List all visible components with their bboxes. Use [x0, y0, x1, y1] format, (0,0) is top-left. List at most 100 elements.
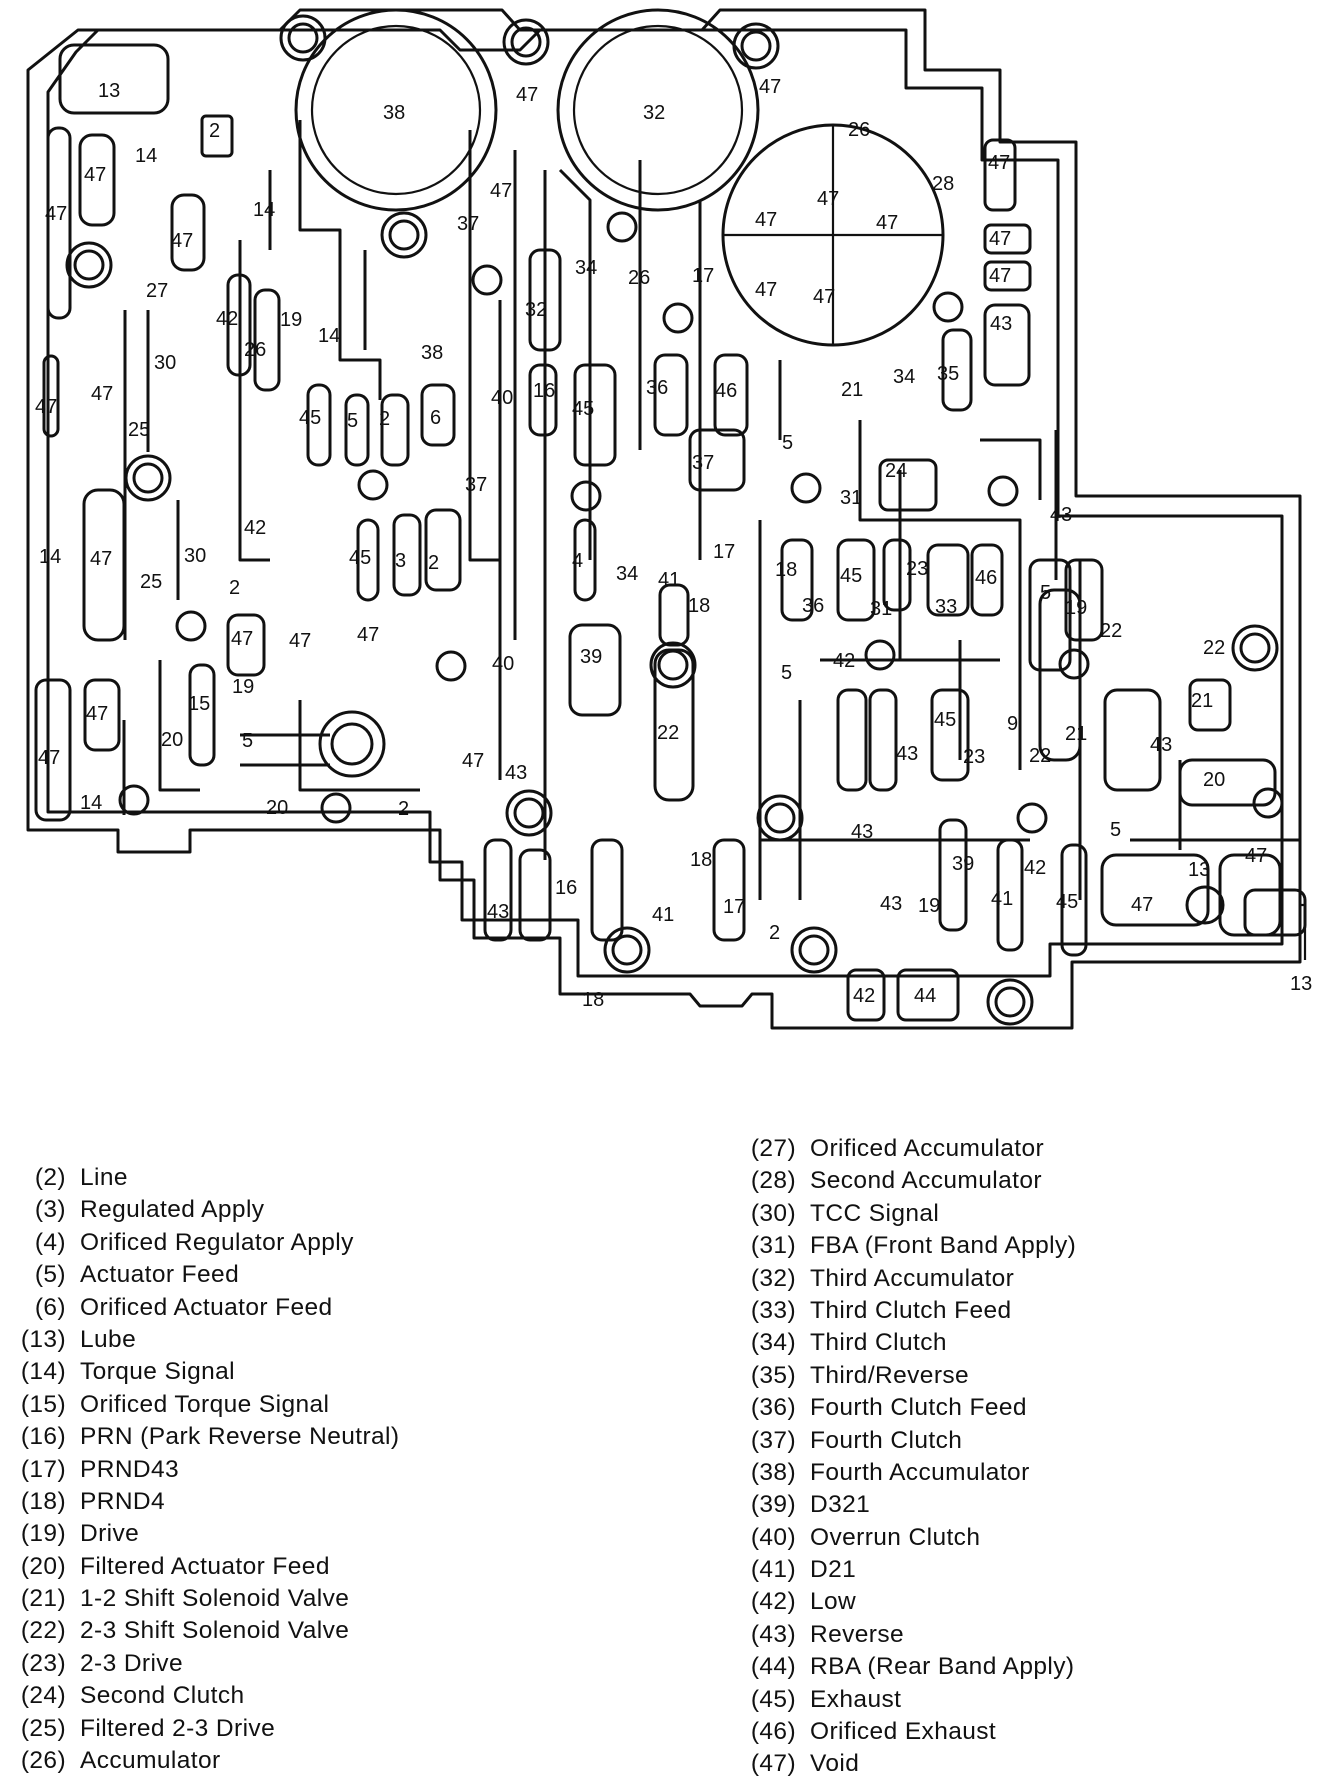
- legend-item-name: Third/Reverse: [810, 1361, 970, 1389]
- legend-item-name: Regulated Apply: [80, 1196, 265, 1224]
- legend-item: (19)Drive: [8, 1518, 648, 1550]
- channel-label: 46: [715, 380, 737, 402]
- legend-item: (44)RBA (Rear Band Apply): [738, 1651, 1338, 1683]
- legend-item-name: 1-2 Shift Solenoid Valve: [80, 1585, 350, 1613]
- legend-item-number: (21): [20, 1585, 66, 1613]
- channel-label: 36: [802, 595, 824, 617]
- legend-item: (31)FBA (Front Band Apply): [738, 1230, 1338, 1262]
- legend-item-name: Fourth Accumulator: [810, 1458, 1030, 1486]
- channel-label: 47: [289, 630, 311, 652]
- channel-label: 5: [781, 662, 792, 684]
- channel-label: 32: [525, 299, 547, 321]
- channel-label: 18: [690, 849, 712, 871]
- channel-label: 2: [229, 577, 240, 599]
- channel-label: 22: [1203, 637, 1225, 659]
- channel-label: 42: [216, 308, 238, 330]
- channel-label: 47: [462, 750, 484, 772]
- legend-item-name: Actuator Feed: [80, 1261, 240, 1289]
- legend-item-name: 2-3 Shift Solenoid Valve: [80, 1617, 350, 1645]
- legend-item: (4)Orificed Regulator Apply: [8, 1227, 648, 1259]
- channel-label: 43: [505, 762, 527, 784]
- channel-label: 43: [1050, 504, 1072, 526]
- channel-label: 14: [253, 199, 275, 221]
- channel-label: 47: [813, 286, 835, 308]
- legend-left-column: (2)Line(3)Regulated Apply(4)Orificed Reg…: [8, 1162, 648, 1777]
- channel-label: 47: [759, 76, 781, 98]
- channel-label: 14: [135, 145, 157, 167]
- channel-label: 2: [209, 120, 220, 142]
- channel-label: 38: [421, 342, 443, 364]
- legend-item: (45) Exhaust: [738, 1684, 1338, 1716]
- channel-label: 47: [817, 188, 839, 210]
- legend-item-name: Torque Signal: [80, 1358, 236, 1386]
- legend-item-number: (14): [20, 1358, 66, 1386]
- channel-label: 16: [555, 877, 577, 899]
- legend-item-name: Void: [810, 1750, 860, 1778]
- legend-item-number: (34): [750, 1329, 796, 1357]
- legend-item-name: Line: [80, 1164, 128, 1191]
- legend-item-number: (47): [750, 1750, 796, 1778]
- legend-item-number: (44): [750, 1653, 796, 1681]
- legend-item-name: Exhaust: [810, 1685, 902, 1713]
- channel-label: 16: [533, 380, 555, 402]
- accumulator-38-bore: [294, 8, 498, 212]
- channel-label: 34: [893, 366, 915, 388]
- channel-label: 2: [769, 922, 780, 944]
- channel-label: 43: [896, 743, 918, 765]
- channel-label: 2: [379, 408, 390, 430]
- legend-item-number: (4): [34, 1228, 66, 1256]
- channel-label: 18: [582, 989, 604, 1011]
- legend-item-number: (37): [750, 1426, 796, 1454]
- channel-label: 47: [35, 396, 57, 418]
- legend-item-number: (15): [20, 1390, 66, 1418]
- valve-body-inner-outline: [46, 28, 1284, 978]
- channel-label: 45: [299, 407, 321, 429]
- legend-item-name: 2-3 Drive: [80, 1649, 183, 1677]
- channel-label: 39: [952, 853, 974, 875]
- channel-label: 14: [318, 325, 340, 347]
- callout-label: 13: [1290, 973, 1312, 995]
- legend-item: (38)Fourth Accumulator: [738, 1457, 1338, 1489]
- channel-label: 37: [457, 213, 479, 235]
- channel-label: 23: [963, 746, 985, 768]
- channel-label: 43: [1150, 734, 1172, 756]
- legend-item: (47) Void: [738, 1748, 1338, 1780]
- legend-item: (46)Orificed Exhaust: [738, 1716, 1338, 1748]
- legend-item-number: (45): [750, 1685, 796, 1713]
- channel-label: 17: [713, 541, 735, 563]
- channel-label: 43: [487, 901, 509, 923]
- channel-label: 47: [171, 230, 193, 252]
- legend-item-number: (17): [20, 1455, 66, 1483]
- legend-item: (3)Regulated Apply: [8, 1194, 648, 1226]
- legend-item: (14) Torque Signal: [8, 1356, 648, 1388]
- channel-label: 47: [755, 209, 777, 231]
- channel-label: 14: [80, 792, 102, 814]
- legend-item-number: (40): [750, 1523, 796, 1551]
- channel-label: 20: [266, 797, 288, 819]
- legend-item-name: PRND4: [80, 1487, 166, 1515]
- channel-label: 47: [91, 383, 113, 405]
- legend-item-name: Orificed Exhaust: [810, 1718, 997, 1746]
- legend-item: (28)Second Accumulator: [738, 1165, 1338, 1197]
- legend-item: (5) Actuator Feed: [8, 1259, 648, 1291]
- legend-item-name: PRN (Park Reverse Neutral): [80, 1423, 400, 1451]
- channel-label: 31: [870, 598, 892, 620]
- legend-item-name: Drive: [80, 1520, 140, 1548]
- channel-label: 36: [646, 377, 668, 399]
- legend-item: (23)2-3 Drive: [8, 1648, 648, 1680]
- legend-item-name: Orificed Torque Signal: [80, 1390, 330, 1418]
- channel-label: 42: [1024, 857, 1046, 879]
- channel-labels: 13 38 47 32 47 2 26 47 14 47 28 47 47 14…: [35, 76, 1267, 1011]
- channel-label: 45: [1056, 891, 1078, 913]
- legend-item: (21) 1-2 Shift Solenoid Valve: [8, 1583, 648, 1615]
- legend-item-number: (5): [34, 1261, 66, 1289]
- legend-item: (20)Filtered Actuator Feed: [8, 1551, 648, 1583]
- channel-label: 41: [991, 888, 1013, 910]
- legend-item: (25)Filtered 2-3 Drive: [8, 1713, 648, 1745]
- channel-label: 34: [616, 563, 638, 585]
- channel-label: 43: [851, 821, 873, 843]
- legend-item-name: Filtered Actuator Feed: [80, 1552, 330, 1580]
- accumulator-32-bore: [556, 8, 760, 212]
- channel-label: 25: [128, 419, 150, 441]
- channel-label: 47: [988, 152, 1010, 174]
